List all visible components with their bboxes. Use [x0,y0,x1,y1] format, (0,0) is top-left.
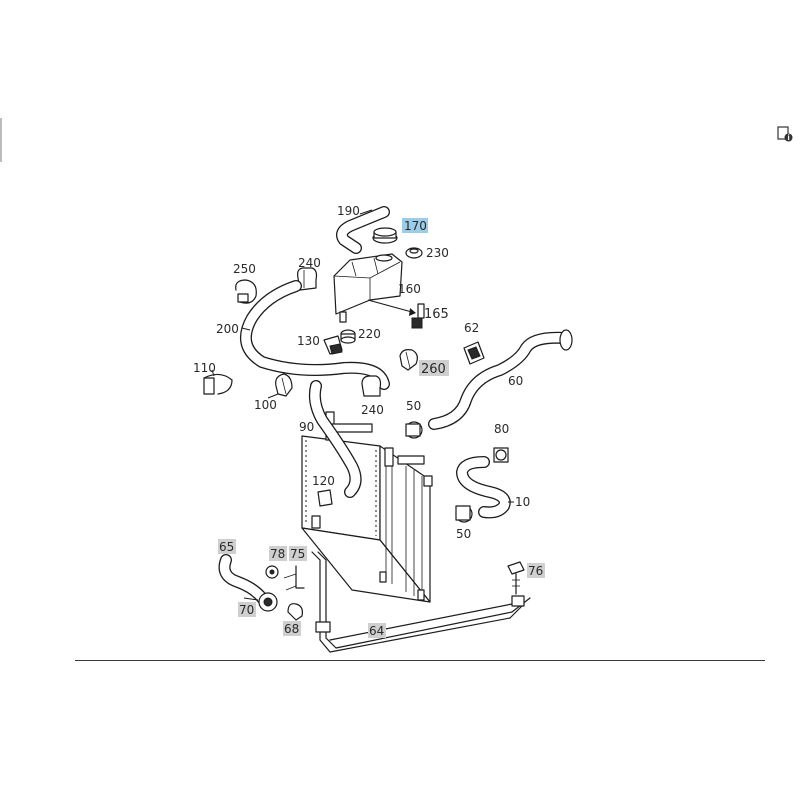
callout-68-highlight [283,621,301,636]
callout-100[interactable]: 100 [254,398,277,412]
part-160-expansion-tank[interactable] [333,253,403,323]
part-220-grommet[interactable] [340,329,356,344]
part-80-clamp[interactable] [493,447,509,463]
callout-165[interactable]: 165 [424,307,449,322]
callout-78-highlight [269,546,287,561]
callout-50-lower[interactable]: 50 [456,527,471,541]
part-120-clip[interactable] [317,489,333,507]
callout-130[interactable]: 130 [297,334,320,348]
part-165-level-sensor[interactable] [411,303,425,329]
radiator [301,411,433,603]
part-50-clamp-lower[interactable] [455,505,473,523]
callout-60[interactable]: 60 [508,374,523,388]
callout-170[interactable]: 170 [404,219,427,233]
part-64-cooler-lines[interactable] [311,551,531,653]
callout-75[interactable]: 75 [290,547,305,561]
part-70-valve[interactable] [243,592,278,612]
callout-64-highlight [368,623,386,638]
part-240-clip-top[interactable] [297,267,318,291]
left-edge-marker [0,118,2,162]
callout-62[interactable]: 62 [464,321,479,335]
callout-90[interactable]: 90 [299,420,314,434]
callout-220[interactable]: 220 [358,327,381,341]
callout-65[interactable]: 65 [219,540,234,554]
callout-240-lower[interactable]: 240 [361,403,384,417]
callout-78[interactable]: 78 [270,547,285,561]
callout-76-highlight [527,563,545,578]
part-65-hose[interactable] [218,554,268,604]
callout-240-top[interactable]: 240 [298,256,321,270]
part-200-hose[interactable] [239,280,390,390]
callout-110[interactable]: 110 [193,361,216,375]
callout-64[interactable]: 64 [369,624,384,638]
callout-200[interactable]: 200 [216,322,239,336]
callout-76[interactable]: 76 [528,564,543,578]
callout-68[interactable]: 68 [284,622,299,636]
part-62-clamp[interactable] [463,341,485,365]
part-190-hose[interactable] [336,206,390,254]
callout-170-highlight [402,218,428,233]
part-260-clip[interactable] [399,349,418,371]
part-110-clip[interactable] [203,373,233,395]
document-info-icon[interactable] [777,126,793,142]
callout-230[interactable]: 230 [426,246,449,260]
part-75-bracket[interactable] [283,565,305,591]
callout-260-highlight [419,360,449,376]
callout-80[interactable]: 80 [494,422,509,436]
part-50-clamp-upper[interactable] [405,421,423,439]
part-240-clip-lower[interactable] [361,375,382,397]
callout-70[interactable]: 70 [239,603,254,617]
callout-65-highlight [218,539,236,554]
part-170-cap[interactable] [372,227,398,244]
callout-250[interactable]: 250 [233,262,256,276]
part-76-bolt[interactable] [507,561,525,595]
part-68-clip[interactable] [287,603,303,621]
callout-70-highlight [238,602,256,617]
part-90-hose[interactable] [308,380,362,498]
part-10-hose[interactable] [456,456,511,519]
callout-120[interactable]: 120 [312,474,335,488]
callout-160[interactable]: 160 [398,282,421,296]
callout-75-highlight [289,546,307,561]
callout-50-upper[interactable]: 50 [406,399,421,413]
part-60-hose[interactable] [428,329,573,430]
part-100-clip[interactable] [275,373,293,397]
bottom-divider [75,660,765,661]
callout-10[interactable]: 10 [515,495,530,509]
part-250-clamp[interactable] [235,279,257,304]
callout-190[interactable]: 190 [337,204,360,218]
part-130-bracket[interactable] [323,335,343,355]
part-78-nut[interactable] [265,565,279,579]
part-230-seal[interactable] [405,247,423,259]
callout-260[interactable]: 260 [421,362,446,377]
